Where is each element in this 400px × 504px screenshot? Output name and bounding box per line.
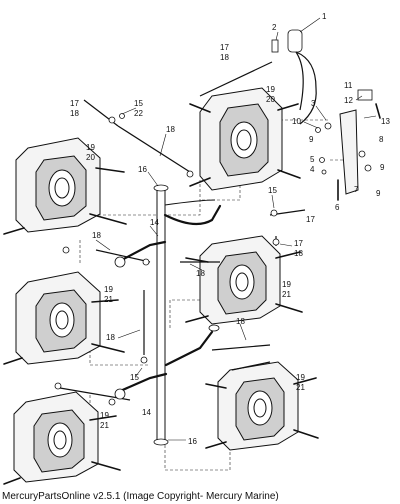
callout-21-mid-right: 21 <box>282 290 291 299</box>
carburetor-bottom-left <box>3 391 121 485</box>
callout-17-left: 17 <box>70 99 79 108</box>
callout-14-lower: 14 <box>142 408 151 417</box>
callout-18-center: 18 <box>196 269 205 278</box>
carburetor-bottom-right <box>205 361 319 451</box>
callout-17-right: 17 <box>306 215 315 224</box>
callout-15-lower: 15 <box>130 373 139 382</box>
callout-13: 13 <box>381 117 390 126</box>
callout-18-mid: 18 <box>294 249 303 258</box>
callout-4: 4 <box>310 165 315 174</box>
callout-19-lower-left: 19 <box>100 411 109 420</box>
callout-1: 1 <box>322 12 327 21</box>
carburetor-middle-right <box>185 235 303 325</box>
callout-18-lower: 18 <box>236 317 245 326</box>
image-caption: MercuryPartsOnline v2.5.1 (Image Copyrig… <box>2 491 279 502</box>
callout-18-rod: 18 <box>166 125 175 134</box>
linkage-small-parts <box>54 113 194 406</box>
callout-9: 9 <box>309 135 314 144</box>
callout-21-lower-right: 21 <box>296 383 305 392</box>
callout-19-left: 19 <box>86 143 95 152</box>
callout-5: 5 <box>310 155 315 164</box>
callout-labels: 1 2 17 18 11 12 13 3 19 20 10 9 8 5 4 9 … <box>70 12 390 446</box>
callout-12: 12 <box>344 96 353 105</box>
callout-17-mid: 17 <box>294 239 303 248</box>
callout-11: 11 <box>344 81 353 90</box>
callout-20-left: 20 <box>86 153 95 162</box>
callout-16: 16 <box>138 165 147 174</box>
callout-8: 8 <box>379 135 384 144</box>
callout-18-lower-left: 18 <box>106 333 115 342</box>
callout-3: 3 <box>311 99 316 108</box>
callout-14: 14 <box>150 218 159 227</box>
callout-19-mid-right: 19 <box>282 280 291 289</box>
callout-9b: 9 <box>380 163 385 172</box>
callout-15-right: 15 <box>268 186 277 195</box>
callout-19-mid-left: 19 <box>104 285 113 294</box>
callout-6: 6 <box>335 203 340 212</box>
callout-7: 7 <box>354 185 359 194</box>
callout-20: 20 <box>266 95 275 104</box>
callout-18-left: 18 <box>70 109 79 118</box>
callout-18: 18 <box>220 53 229 62</box>
carburetor-middle-left <box>3 271 125 365</box>
callout-21-mid-left: 21 <box>104 295 113 304</box>
carburetor-top-right <box>189 87 301 191</box>
carburetor-linkage-exploded-diagram: 1 2 17 18 11 12 13 3 19 20 10 9 8 5 4 9 … <box>3 12 390 485</box>
vertical-tube-14 <box>116 184 222 446</box>
callout-leaders <box>95 17 377 441</box>
carburetor-top-left <box>3 137 127 235</box>
callout-9c: 9 <box>376 189 381 198</box>
callout-15: 15 <box>134 99 143 108</box>
callout-22: 22 <box>134 109 143 118</box>
callout-10: 10 <box>292 117 301 126</box>
callout-17: 17 <box>220 43 229 52</box>
callout-18-mid-left: 18 <box>92 231 101 240</box>
throttle-bracket-parts <box>270 29 381 246</box>
callout-19-lower-right: 19 <box>296 373 305 382</box>
callout-19: 19 <box>266 85 275 94</box>
callout-16-lower: 16 <box>188 437 197 446</box>
callout-21-lower-left: 21 <box>100 421 109 430</box>
callout-2: 2 <box>272 23 277 32</box>
